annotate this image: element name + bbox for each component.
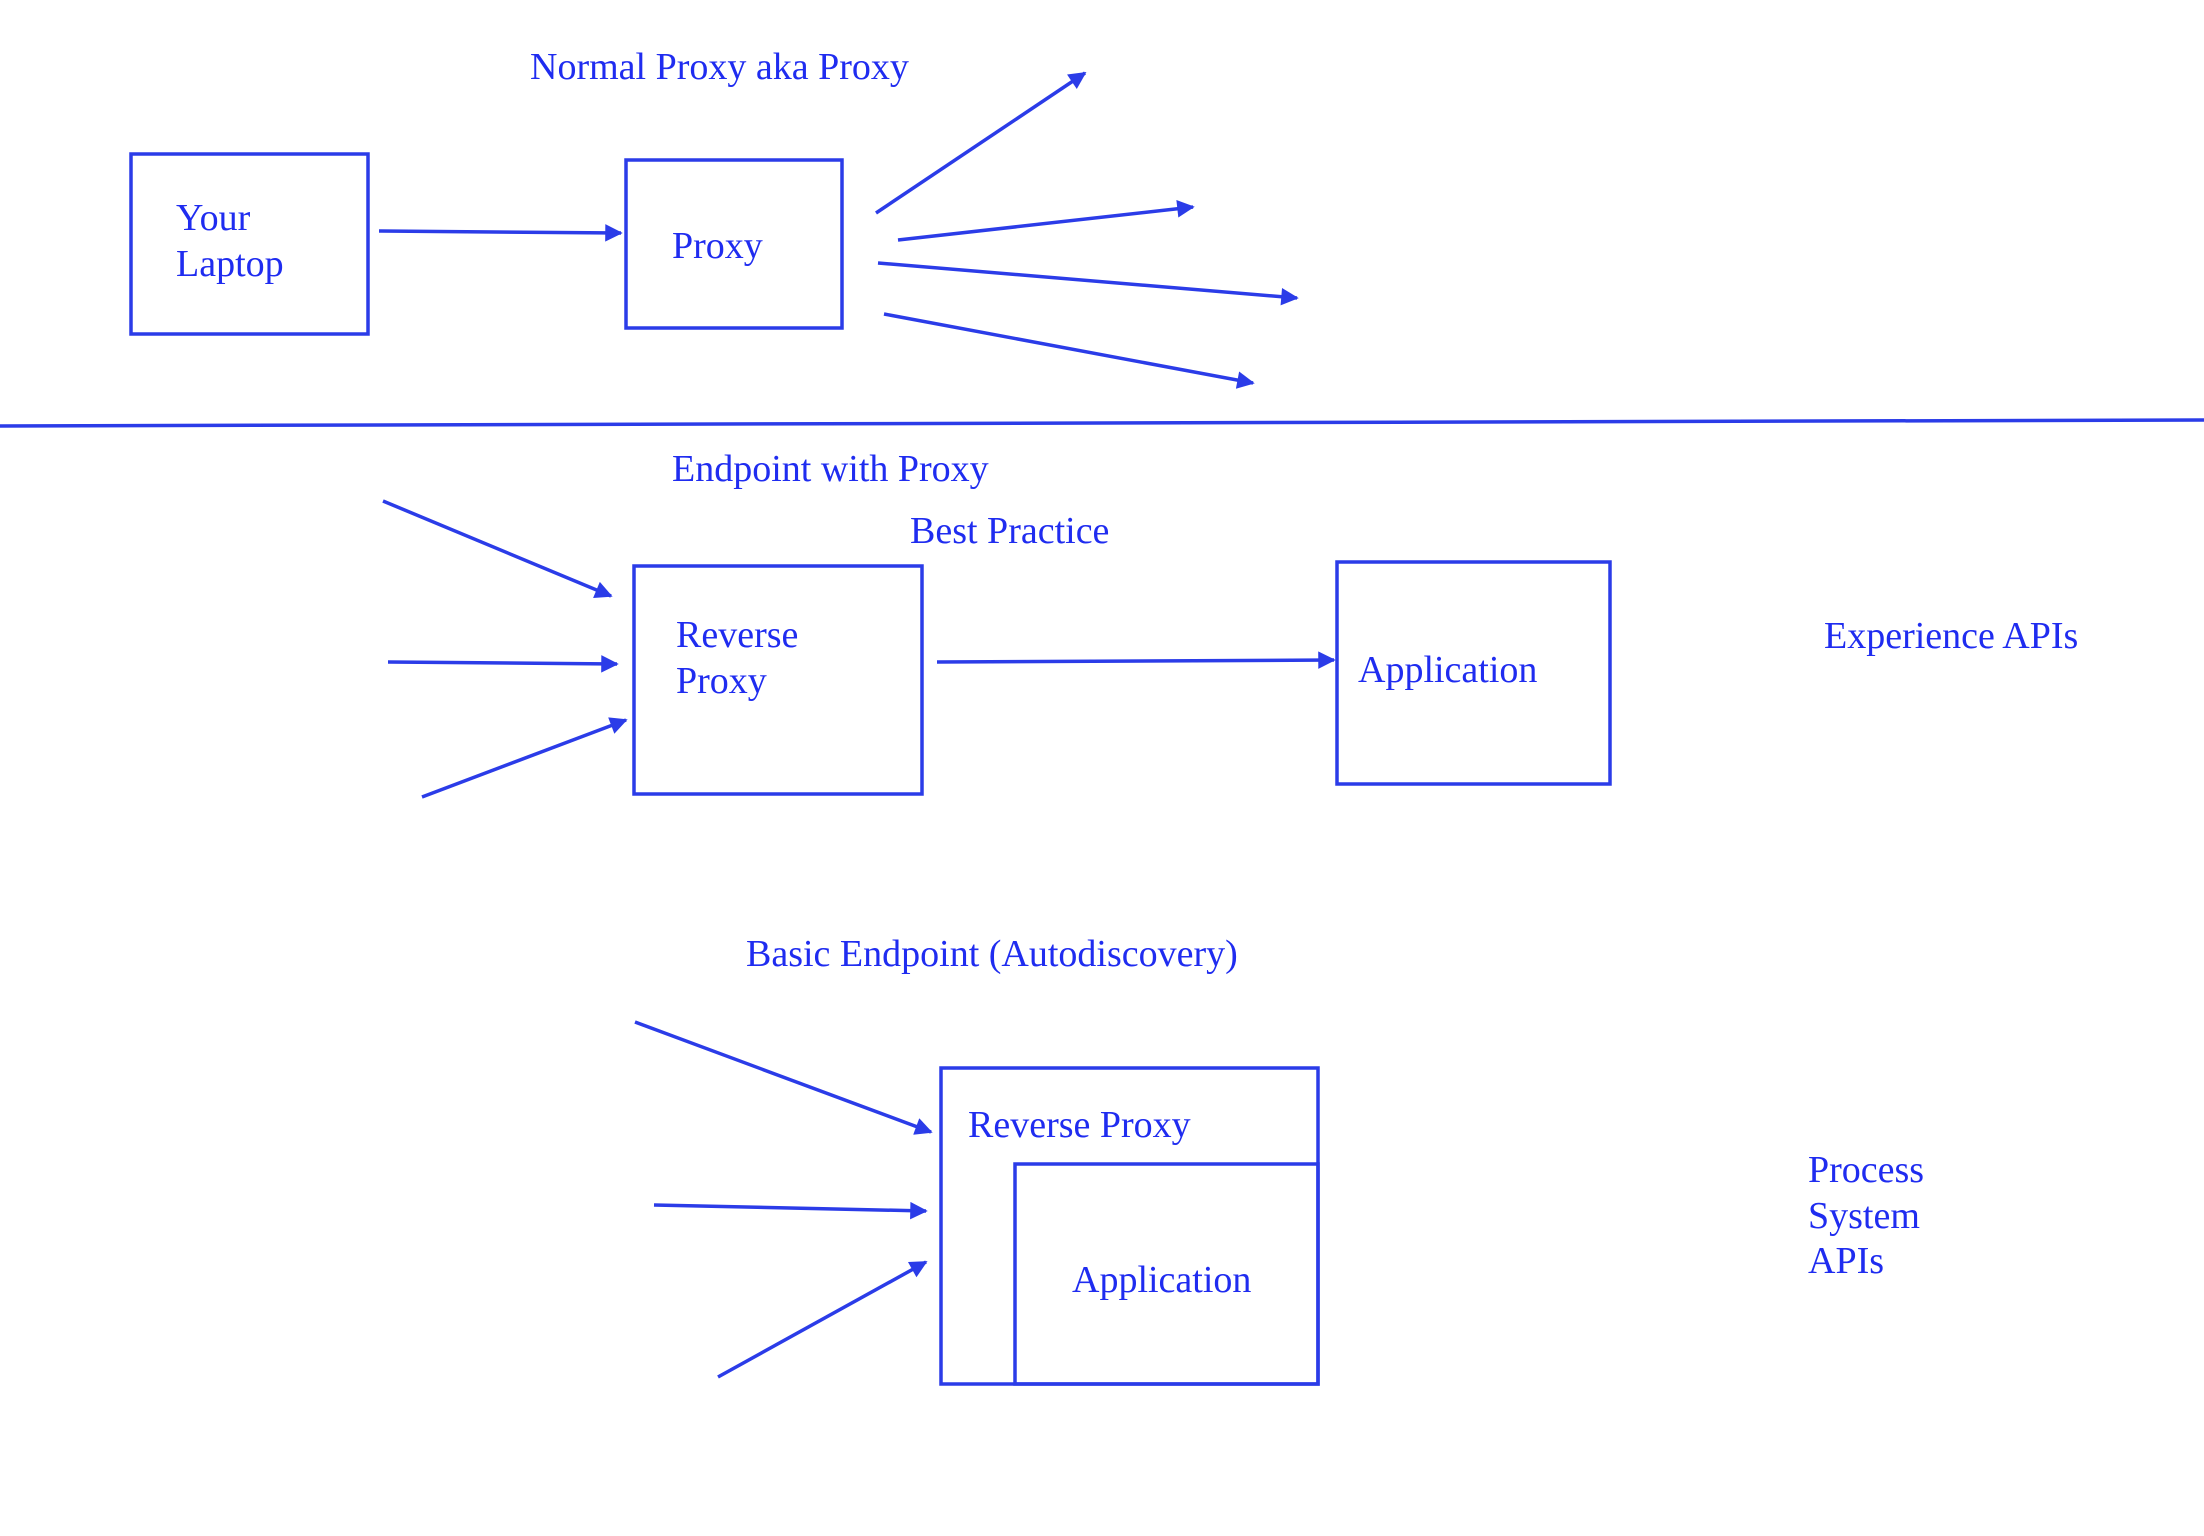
application-box: [1335, 560, 1612, 786]
proxy-label: Proxy: [672, 225, 763, 267]
arrow-in-basic-endpoint-1: [634, 1020, 933, 1135]
reverse-proxy-outer-label: Reverse Proxy: [968, 1104, 1191, 1146]
process-system-apis-line3: APIs: [1808, 1240, 1884, 1282]
process-system-apis-line1: Process: [1808, 1149, 1924, 1191]
arrow-proxy-out-3: [877, 261, 1299, 306]
reverse-proxy-box: [632, 564, 924, 796]
laptop-box: [129, 152, 370, 336]
section-title-endpoint-with-proxy: Endpoint with Proxy: [672, 448, 989, 490]
arrow-laptop-to-proxy: [378, 224, 623, 242]
section-title-basic-endpoint: Basic Endpoint (Autodiscovery): [746, 933, 1238, 975]
application-label: Application: [1358, 649, 1537, 691]
arrow-proxy-out-1: [875, 71, 1087, 215]
best-practice-label: Best Practice: [910, 510, 1109, 552]
arrow-in-basic-endpoint-3: [717, 1260, 928, 1379]
arrow-proxy-out-2: [897, 200, 1195, 242]
laptop-label-line2: Laptop: [176, 243, 284, 285]
application-inner-box: [1013, 1162, 1320, 1386]
arrow-in-reverse-proxy-1: [382, 499, 613, 599]
section-title-normal-proxy: Normal Proxy aka Proxy: [530, 46, 909, 88]
arrow-in-basic-endpoint-2: [653, 1201, 928, 1220]
application-inner-label: Application: [1072, 1259, 1251, 1301]
process-system-apis-line2: System: [1808, 1195, 1920, 1237]
section-divider: [0, 418, 2204, 428]
arrow-reverse-proxy-to-application: [936, 651, 1336, 669]
reverse-proxy-label-line1: Reverse: [676, 614, 798, 656]
proxy-box: [624, 158, 844, 330]
experience-apis-label: Experience APIs: [1824, 615, 2078, 657]
reverse-proxy-label-line2: Proxy: [676, 660, 767, 702]
arrow-in-reverse-proxy-3: [421, 717, 628, 799]
arrow-in-reverse-proxy-2: [387, 655, 619, 673]
arrow-proxy-out-4: [883, 312, 1255, 389]
laptop-label-line1: Your: [176, 197, 251, 239]
